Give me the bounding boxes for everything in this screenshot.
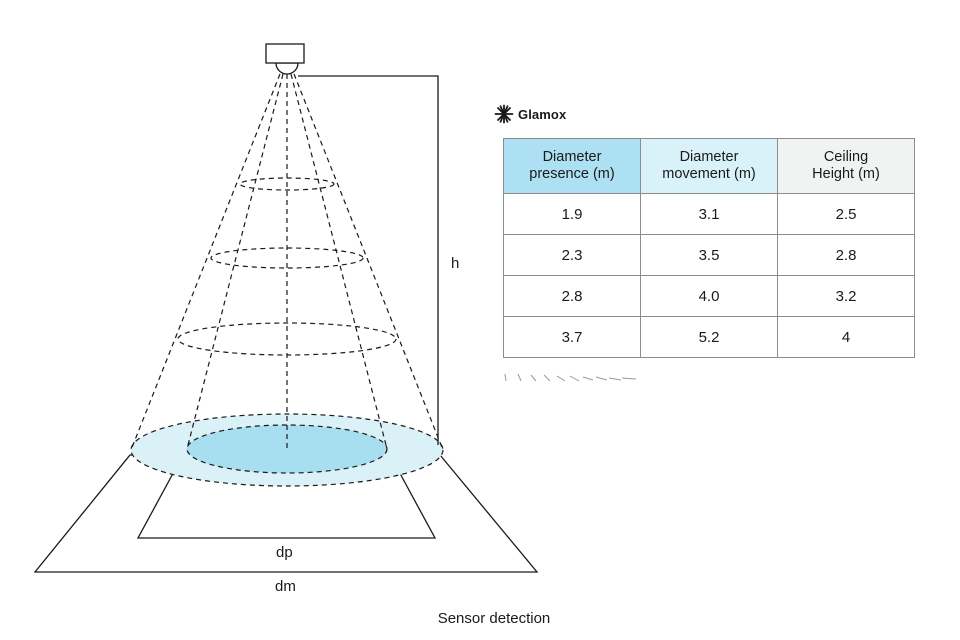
table-cell: 2.5	[777, 193, 915, 235]
table-cell: 5.2	[640, 316, 778, 358]
table-row: 2.3 3.5 2.8	[503, 234, 915, 276]
table-cell: 3.7	[503, 316, 641, 358]
table-cell: 2.8	[503, 275, 641, 317]
table-cell: 2.3	[503, 234, 641, 276]
ceiling-sensor-icon	[265, 43, 305, 75]
cone-rays	[130, 73, 444, 451]
table-row: 3.7 5.2 4	[503, 316, 915, 358]
cone-section-ellipse	[210, 247, 364, 269]
diagram-caption: Sensor detection	[437, 610, 551, 627]
glamox-star-icon	[494, 104, 514, 124]
presence-detection-zone	[186, 424, 388, 474]
table-row: 1.9 3.1 2.5	[503, 193, 915, 235]
height-label: h	[451, 255, 460, 272]
table-cell: 2.8	[777, 234, 915, 276]
movement-diameter-label: dm	[275, 578, 296, 595]
table-cell: 4	[777, 316, 915, 358]
presence-diameter-label: dp	[276, 544, 293, 561]
height-dimension-line	[298, 75, 439, 445]
table-cell: 3.2	[777, 275, 915, 317]
brand-name: Glamox	[518, 106, 567, 122]
brand-logo: Glamox	[494, 104, 566, 124]
table-cell: 1.9	[503, 193, 641, 235]
hatch-marks	[504, 373, 637, 382]
table-cell: 3.1	[640, 193, 778, 235]
table-row: 2.8 4.0 3.2	[503, 275, 915, 317]
table-cell: 3.5	[640, 234, 778, 276]
table-cell: 4.0	[640, 275, 778, 317]
